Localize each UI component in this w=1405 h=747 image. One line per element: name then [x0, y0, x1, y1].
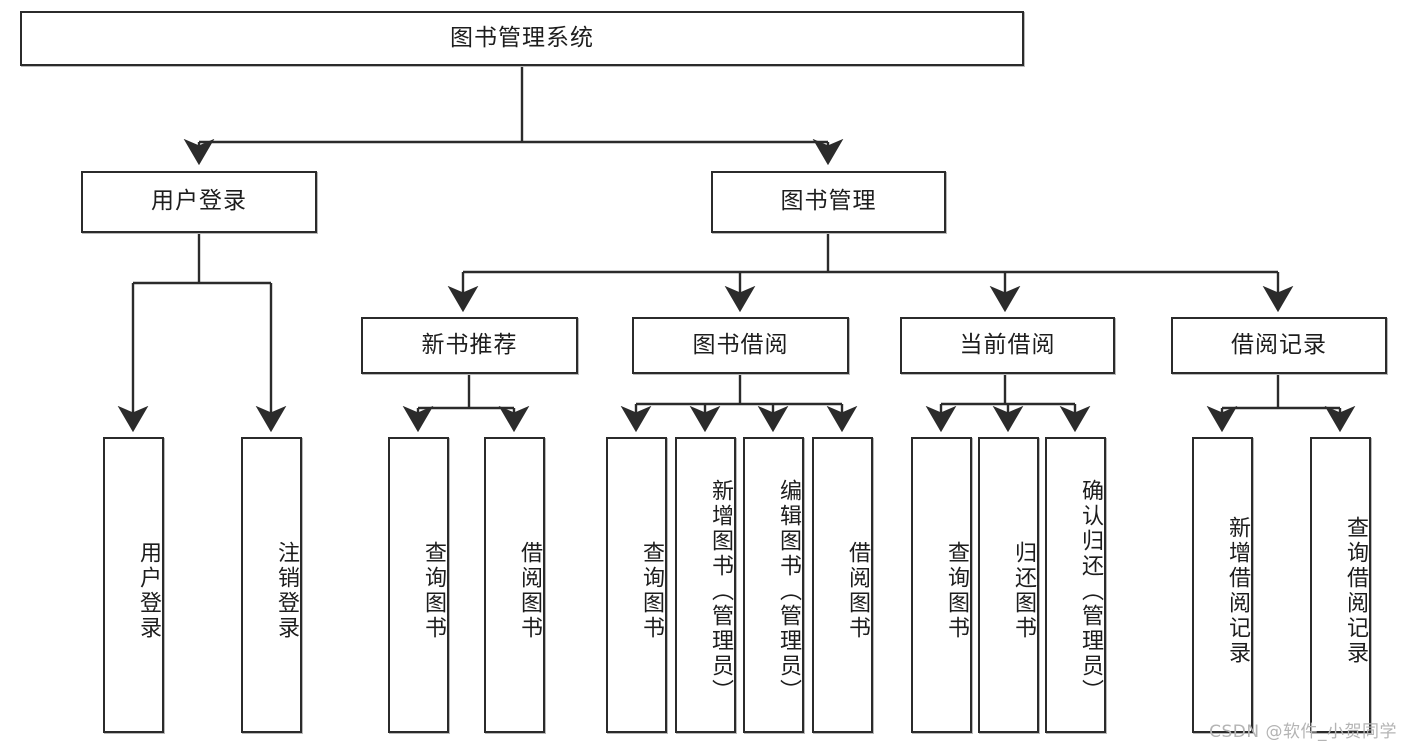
node-leaf-edit-book-admin[interactable]: 编辑图书（管理员） — [743, 437, 804, 733]
node-current-borrow-label: 当前借阅 — [959, 331, 1056, 358]
node-leaf-query-borrow-record-label: 查询借阅记录 — [1343, 516, 1368, 666]
node-leaf-confirm-return-admin-label: 确认归还（管理员） — [1078, 478, 1103, 704]
node-root[interactable]: 图书管理系统 — [20, 11, 1024, 66]
node-user-login-label: 用户登录 — [151, 188, 247, 215]
node-book-manage[interactable]: 图书管理 — [711, 171, 946, 233]
node-book-manage-label: 图书管理 — [780, 188, 877, 215]
csdn-watermark: CSDN @软件_小贺同学 — [1209, 722, 1397, 742]
node-leaf-query-book-current[interactable]: 查询图书 — [911, 437, 972, 733]
node-leaf-return-book-label: 归还图书 — [1011, 541, 1036, 641]
node-leaf-user-login-label: 用户登录 — [136, 541, 161, 641]
node-leaf-confirm-return-admin[interactable]: 确认归还（管理员） — [1045, 437, 1106, 733]
node-leaf-borrow-book-recommend-label: 借阅图书 — [517, 541, 542, 641]
node-leaf-logout[interactable]: 注销登录 — [241, 437, 302, 733]
node-leaf-query-borrow-record[interactable]: 查询借阅记录 — [1310, 437, 1371, 733]
node-leaf-query-book-label: 查询图书 — [639, 541, 664, 641]
node-root-label: 图书管理系统 — [450, 24, 594, 51]
node-user-login[interactable]: 用户登录 — [81, 171, 317, 233]
node-leaf-edit-book-admin-label: 编辑图书（管理员） — [776, 478, 801, 704]
node-leaf-logout-label: 注销登录 — [274, 541, 299, 641]
node-leaf-user-login[interactable]: 用户登录 — [103, 437, 164, 733]
node-leaf-add-book-admin[interactable]: 新增图书（管理员） — [675, 437, 736, 733]
node-leaf-borrow-book-recommend[interactable]: 借阅图书 — [484, 437, 545, 733]
node-new-book-recommend-label: 新书推荐 — [421, 331, 518, 358]
node-borrow-record-label: 借阅记录 — [1231, 331, 1327, 358]
node-leaf-query-book-recommend-label: 查询图书 — [421, 541, 446, 641]
node-leaf-add-book-admin-label: 新增图书（管理员） — [708, 478, 733, 704]
node-leaf-query-book-current-label: 查询图书 — [944, 541, 969, 641]
node-new-book-recommend[interactable]: 新书推荐 — [361, 317, 578, 374]
node-current-borrow[interactable]: 当前借阅 — [900, 317, 1115, 374]
node-leaf-borrow-book-label: 借阅图书 — [845, 541, 870, 641]
node-leaf-add-borrow-record-label: 新增借阅记录 — [1225, 516, 1250, 666]
node-leaf-query-book-recommend[interactable]: 查询图书 — [388, 437, 449, 733]
node-leaf-return-book[interactable]: 归还图书 — [978, 437, 1039, 733]
node-book-borrow[interactable]: 图书借阅 — [632, 317, 849, 374]
node-leaf-query-book[interactable]: 查询图书 — [606, 437, 667, 733]
node-leaf-add-borrow-record[interactable]: 新增借阅记录 — [1192, 437, 1253, 733]
node-leaf-borrow-book[interactable]: 借阅图书 — [812, 437, 873, 733]
node-borrow-record[interactable]: 借阅记录 — [1171, 317, 1387, 374]
node-book-borrow-label: 图书借阅 — [692, 331, 789, 358]
